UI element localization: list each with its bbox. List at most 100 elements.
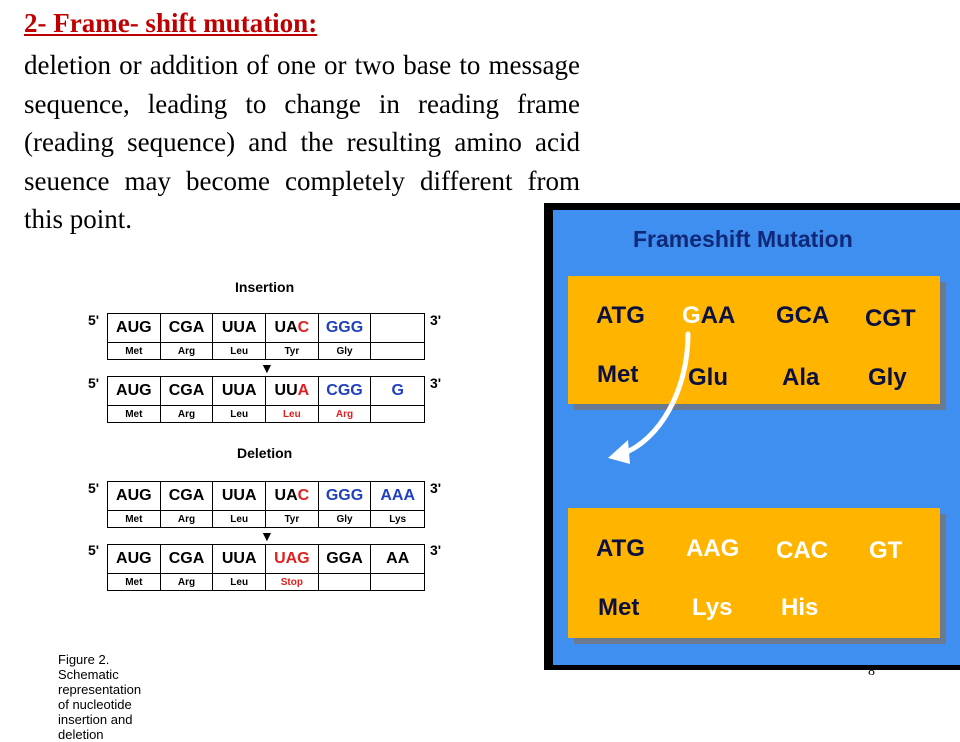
five-prime-label: 5' [88,375,100,391]
base-text: AUG [116,550,152,567]
amino-acid-cell: Met [108,343,161,359]
base-text: GGG [325,487,364,504]
amino-acid-cell: Leu [213,406,267,422]
base-text: G [391,382,404,399]
top-codon-4: CGT [865,305,916,332]
base-text: UU [274,382,298,399]
amino-acid-cell: Lys [389,513,407,525]
codon-cell: UUA [213,314,267,342]
codon-cell: UUA [213,482,267,510]
codon-cell: UAG [266,545,319,573]
base-text: AUG [116,487,152,504]
three-prime-label: 3' [430,375,442,391]
base-text: AUG [116,382,152,399]
base-text: CGA [168,487,205,504]
amino-acid-cell [371,343,424,359]
bottom-codon-3: CAC [776,537,828,564]
definition-paragraph: deletion or addition of one or two base … [24,50,580,234]
amino-acid-cell: Met [108,406,161,422]
three-prime-label: 3' [430,542,442,558]
bottom-aa-1: Met [598,594,640,621]
three-prime-label: 3' [430,480,442,496]
amino-acid-cell [319,574,372,590]
top-aa-3: Ala [782,364,820,391]
five-prime-label: 5' [88,542,100,558]
amino-acid-cell: Leu [213,574,267,590]
codon-cell: GGA [319,545,372,573]
amino-acid-cell: Arg [319,406,372,422]
codon-cell: UUA [213,545,267,573]
base-text: CGA [168,319,205,336]
codon-cell: CGA [161,314,214,342]
codon-cell: CGG [319,377,372,405]
base-text: UA [274,319,298,336]
base-text: AAA [380,487,416,504]
base-text: GGG [325,319,364,336]
codon-cell: GGG [319,314,372,342]
bottom-codon-1: ATG [596,535,645,562]
amino-acid-cell [371,406,424,422]
amino-acid-cell: Arg [161,406,214,422]
codon-cell: AUG [108,482,161,510]
base-text: UA [274,487,298,504]
bottom-codon-panel [568,508,940,638]
amino-acid-cell: Tyr [266,343,319,359]
codon-cell: AUG [108,377,161,405]
bottom-aa-3: His [781,594,819,621]
insertion-title: Insertion [235,279,295,295]
slide-heading: 2- Frame- shift mutation: [24,8,318,38]
base-text: CGG [326,382,363,399]
top-aa-1: Met [597,361,639,388]
codon-cell: AA [371,545,424,573]
amino-acid-cell: Leu [266,406,319,422]
codon-cell: AUG [108,314,161,342]
top-codon-3: GCA [776,302,830,329]
codon-cell: CGA [161,482,214,510]
base-text: CGA [168,550,205,567]
codon-cell: GGG [319,482,372,510]
bottom-aa-2: Lys [692,594,733,621]
base-text: GGA [326,550,363,567]
codon-cell: CGA [161,545,214,573]
codon-row: AUG CGA UUA UAG GGA AA [108,545,424,573]
shifted-base: G [682,302,701,329]
codon-cell: AUG [108,545,161,573]
base-text: AA [386,550,410,567]
amino-acid-cell: Leu [213,511,267,527]
amino-acid-cell: Arg [161,343,214,359]
amino-acid-cell: Arg [161,574,214,590]
page-number: 8 [868,664,875,679]
amino-acid-cell: Tyr [266,511,319,527]
top-codon-1: ATG [596,302,645,329]
codon-cell: CGA [161,377,214,405]
top-aa-2: Glu [688,364,728,391]
five-prime-label: 5' [88,480,100,496]
mutated-base: UAG [274,550,310,567]
base-text: UUA [221,550,257,567]
base-text: AUG [116,319,152,336]
bottom-codon-2: AAG [686,535,740,562]
base-text: UUA [221,319,257,336]
codon-cell: G [371,377,424,405]
down-arrow-icon: ▼ [260,360,274,376]
frameshift-title: Frameshift Mutation [633,226,853,252]
amino-acid-cell: Stop [266,574,319,590]
deletion-title: Deletion [237,445,293,461]
amino-acid-cell [371,574,424,590]
amino-acid-cell: Gly [319,511,372,527]
bottom-codon-4: GT [869,537,903,564]
top-codon-panel [568,276,940,404]
